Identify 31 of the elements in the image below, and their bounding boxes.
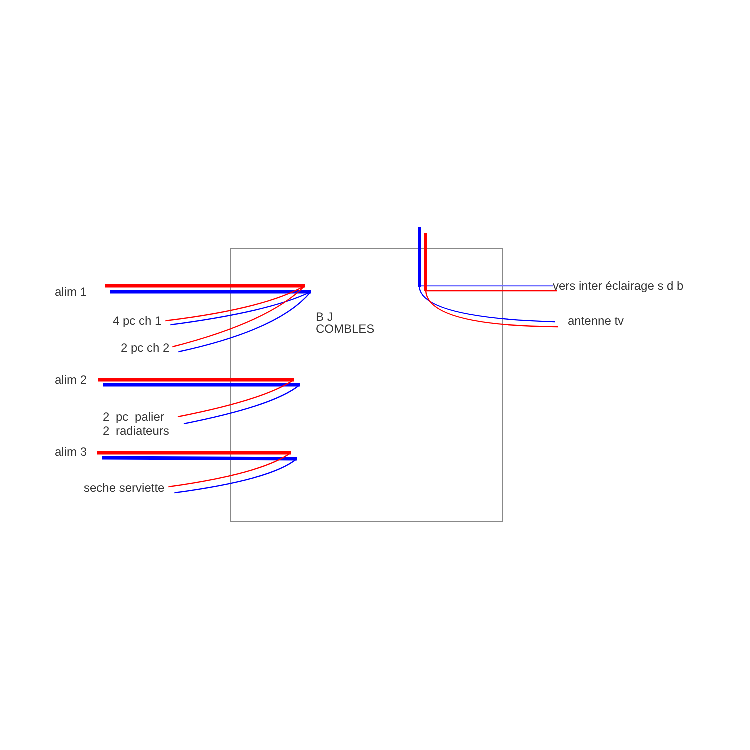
cable [418, 227, 421, 287]
cable [424, 233, 428, 291]
wire-label: alim 2 [55, 373, 88, 387]
wire-label: alim 3 [55, 445, 88, 459]
cable [178, 380, 294, 418]
wire-label: vers inter éclairage s d b [553, 279, 684, 293]
room-label: B J COMBLES [316, 311, 376, 335]
cable [184, 384, 300, 425]
cable [178, 292, 312, 353]
room-outline [230, 248, 503, 522]
cable [170, 291, 312, 326]
cable [174, 458, 298, 494]
wire-label: 2 pc ch 2 [121, 341, 170, 355]
cable [418, 286, 556, 323]
cable [98, 378, 294, 382]
cable [168, 452, 292, 488]
wire-label: 4 pc ch 1 [113, 314, 162, 328]
cable [425, 290, 558, 328]
wire-label: seche serviette [84, 481, 165, 495]
cable [110, 290, 311, 294]
cable [172, 286, 306, 348]
wire-label: alim 1 [55, 285, 88, 299]
cable [166, 285, 306, 322]
cable [102, 456, 297, 461]
cable [103, 383, 300, 387]
cable [105, 284, 305, 288]
cable [419, 285, 553, 287]
cable [97, 451, 291, 455]
cable [426, 290, 557, 292]
wire-label: antenne tv [568, 314, 624, 328]
wire-label: 2 pc palier 2 radiateurs [103, 410, 170, 438]
